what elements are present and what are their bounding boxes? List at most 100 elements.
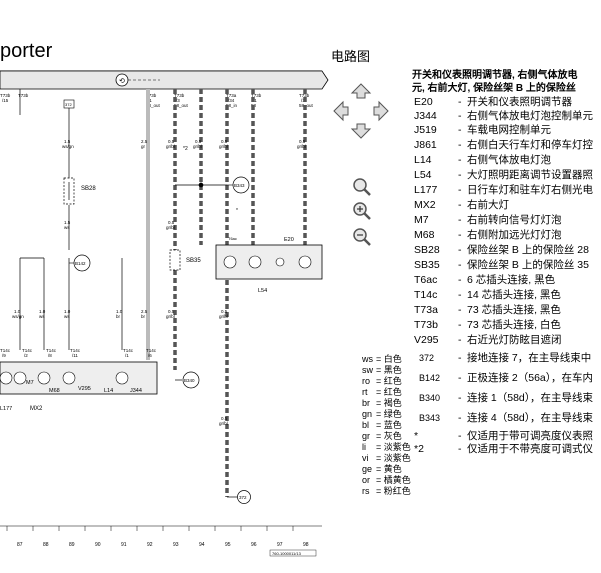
wire-label-15c: gr/bl [219, 314, 228, 319]
arrow-right-icon [373, 100, 389, 122]
wire-color-code: bl [362, 420, 370, 430]
t14c-sub-2: /2 [24, 353, 28, 358]
t14c-label-2: T14c [22, 348, 33, 353]
fuse-sb28: SB28 [63, 177, 96, 205]
legend-code: B343 [419, 413, 441, 423]
legend-desc: 保险丝架 B 上的保险丝 35 [467, 259, 589, 271]
label-t73b-e-pin: /1 [253, 98, 257, 103]
t14c-label-5: T14c [123, 348, 134, 353]
wire-label-14: 2.5 [141, 309, 148, 314]
label-t73b-c: T73b [174, 93, 185, 98]
wire-color-name: 粉红色 [383, 486, 411, 496]
arrow-left-icon [333, 100, 349, 122]
zoom-out-icon [353, 228, 371, 246]
t14c-label-6: T14c [146, 348, 157, 353]
zoom-in-icon [353, 178, 371, 196]
pan-control[interactable] [330, 80, 392, 142]
t14c-sub-3: /8 [48, 353, 52, 358]
j519-marker-text: ⟲ [119, 78, 125, 85]
wire-color-eq: = [376, 376, 384, 386]
legend-dash: - [458, 199, 462, 211]
wire-color-row: vi= 淡紫色 [362, 453, 411, 464]
label-t73b-a: T73b [0, 93, 11, 98]
legend-code: MX2 [414, 199, 436, 211]
wire-label-6: 0.5 [221, 139, 228, 144]
legend-desc: 14 芯插头连接, 黑色 [467, 289, 561, 301]
wire-color-eq: = [376, 486, 384, 496]
wire-label-8: 1.0 [14, 309, 21, 314]
legend-desc: 73 芯插头连接, 黑色 [467, 304, 561, 316]
column-number: 92 [147, 542, 153, 548]
legend-dash: - [458, 259, 462, 271]
wire-color-name: 褐色 [383, 398, 402, 408]
wire-label-3: 2.5 [141, 139, 148, 144]
legend-desc: 开关和仪表照明调节器 [467, 96, 572, 108]
wire-color-code: sw [362, 365, 373, 375]
wire-label-13: 0.5 [168, 309, 175, 314]
zoom-fit-button[interactable] [351, 200, 373, 222]
legend-code: M7 [414, 214, 429, 226]
fuse-sb35-label: SB35 [186, 258, 201, 264]
wire-label-6c: gr/bl [219, 144, 228, 149]
legend-desc: 大灯照明距离调节设置器照 [467, 169, 593, 181]
column-number: 89 [69, 542, 75, 548]
fuse-sb35: SB35 [169, 249, 201, 271]
switch-e20-t6ac: T6ac [228, 236, 237, 241]
wire-label-2: 1.5 [64, 220, 71, 225]
zoom-out-button[interactable] [351, 226, 373, 248]
legend-desc: 仅适用于不带亮度可调式仪 [467, 443, 593, 455]
legend-dash: - [458, 139, 462, 151]
wire-color-eq: = [376, 409, 384, 419]
column-number: 94 [199, 542, 205, 548]
connector-372-top-label: 372 [65, 102, 72, 107]
column-number: 91 [121, 542, 127, 548]
label-t73b-b-sig: 58_out [146, 103, 161, 108]
wire-label-9c: ws [39, 314, 45, 319]
legend-dash: - [458, 304, 462, 316]
label-t73b-a-pin: /15 [2, 98, 9, 103]
wire-label-16: 0.5 [221, 416, 228, 421]
wire-color-eq: = [376, 354, 384, 364]
legend-code: J519 [414, 124, 437, 136]
zoom-in-button[interactable] [351, 176, 373, 198]
wire-color-code: rs [362, 486, 370, 496]
wire-label-5c: gr/bl [193, 144, 202, 149]
j344-label: J344 [130, 388, 142, 394]
legend-code: J861 [414, 139, 437, 151]
wire-color-name: 灰色 [383, 431, 402, 441]
legend-header-line1: 开关和仪表照明调节器, 右侧气体放电 [412, 70, 578, 81]
wire-color-row: bl= 蓝色 [362, 420, 402, 431]
wire-label-8c: ws/gn [12, 314, 24, 319]
wire-color-name: 橘黄色 [383, 475, 411, 485]
t14c-label-4: T14c [70, 348, 81, 353]
legend-desc: 右侧气体放电灯泡 [467, 154, 551, 166]
wire-color-code: ws [362, 354, 373, 364]
wire-color-code: rt [362, 387, 368, 397]
wire-color-code: li [362, 442, 366, 452]
t14c-sub-6: /6 [148, 353, 152, 358]
legend-code: *2 [414, 443, 424, 455]
wire-label-12: 0.5 [168, 220, 175, 225]
switch-e20: E20 T6ac L54 [215, 236, 323, 294]
legend-dash: - [458, 154, 462, 166]
wire-color-row: rt= 红色 [362, 387, 402, 398]
label-t73b-c-sig: 58_out [174, 103, 189, 108]
legend-dash: - [458, 289, 462, 301]
legend-code: M68 [414, 229, 435, 241]
wire-color-eq: = [376, 420, 384, 430]
legend-desc: 连接 4（58d），在主导线束 [467, 412, 594, 424]
wire-color-eq: = [376, 442, 384, 452]
wire-label-3c: gr [141, 144, 146, 149]
wire-color-eq: = [376, 464, 384, 474]
wire-color-name: 红色 [383, 376, 402, 386]
wire-color-code: br [362, 398, 371, 408]
wire-label-1c: ws/gn [62, 144, 74, 149]
wire-color-code: ge [362, 464, 373, 474]
zoom-fit-icon [353, 202, 371, 220]
wire-label-4: 0.5 [168, 139, 175, 144]
splice-b142: B142 [69, 254, 91, 272]
legend-code: T6ac [414, 274, 438, 286]
legend-dash: - [458, 319, 462, 331]
wire-color-eq: = [376, 431, 384, 441]
